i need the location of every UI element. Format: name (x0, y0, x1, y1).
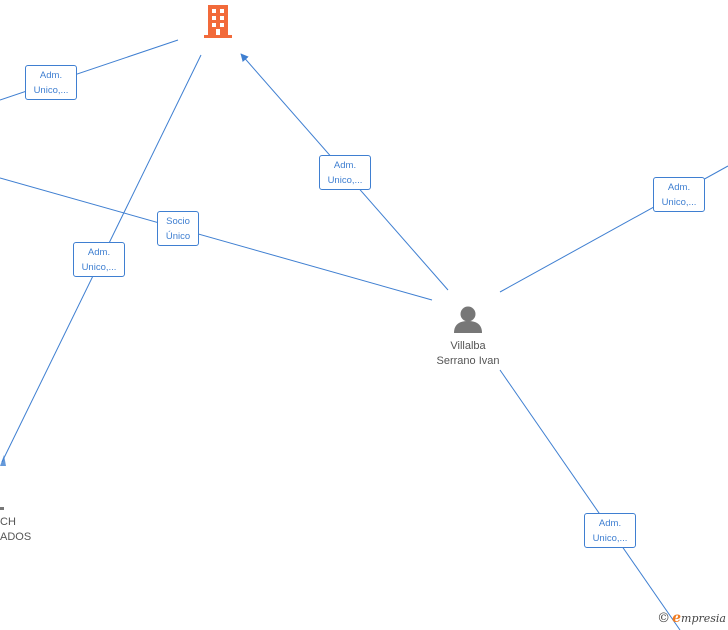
copyright-symbol: © (657, 611, 671, 626)
brand-initial: e (672, 610, 682, 626)
edge-label-line2: Unico,... (661, 197, 697, 208)
person-name-line1: Villalba (450, 340, 486, 352)
edge-label-line1: Socio (166, 216, 190, 227)
edge-label-line2: Unico,... (327, 175, 363, 186)
edge-arrowhead-left-company (0, 455, 6, 466)
left-company-name-line2: ADOS (0, 531, 32, 543)
person-icon[interactable] (452, 304, 484, 334)
building-icon[interactable] (202, 3, 234, 39)
edge-label-adm-unico[interactable]: Adm. Unico,... (319, 155, 371, 190)
edge-label-line1: Adm. (333, 160, 357, 171)
edge-label-adm-unico[interactable]: Adm. Unico,... (653, 177, 705, 212)
empresia-watermark: ©empresia (657, 610, 726, 626)
edge-label-line2: Único (165, 231, 191, 242)
edge-label-line2: Unico,... (33, 85, 69, 96)
left-company-icon-fragment (0, 507, 4, 510)
edge-label-line1: Adm. (39, 70, 63, 81)
person-name-line2: Serrano Ivan (436, 355, 500, 367)
edge-label-adm-unico[interactable]: Adm. Unico,... (25, 65, 77, 100)
edge-label-line2: Unico,... (81, 262, 117, 273)
edge-label-line1: Adm. (598, 518, 622, 529)
edge-label-line2: Unico,... (592, 533, 628, 544)
left-company-name[interactable]: CH ADOS (0, 515, 31, 545)
edge-label-line1: Adm. (667, 182, 691, 193)
edge-label-adm-unico[interactable]: Adm. Unico,... (584, 513, 636, 548)
edge-label-line1: Adm. (87, 247, 111, 258)
brand-name: mpresia (681, 612, 726, 625)
edge-person-socio (0, 177, 433, 301)
edge-person-to-bottom-right (499, 369, 681, 630)
edge-label-socio-unico[interactable]: Socio Único (157, 211, 199, 246)
edge-label-adm-unico[interactable]: Adm. Unico,... (73, 242, 125, 277)
left-company-name-line1: CH (0, 516, 16, 528)
person-name[interactable]: Villalba Serrano Ivan (418, 339, 518, 369)
